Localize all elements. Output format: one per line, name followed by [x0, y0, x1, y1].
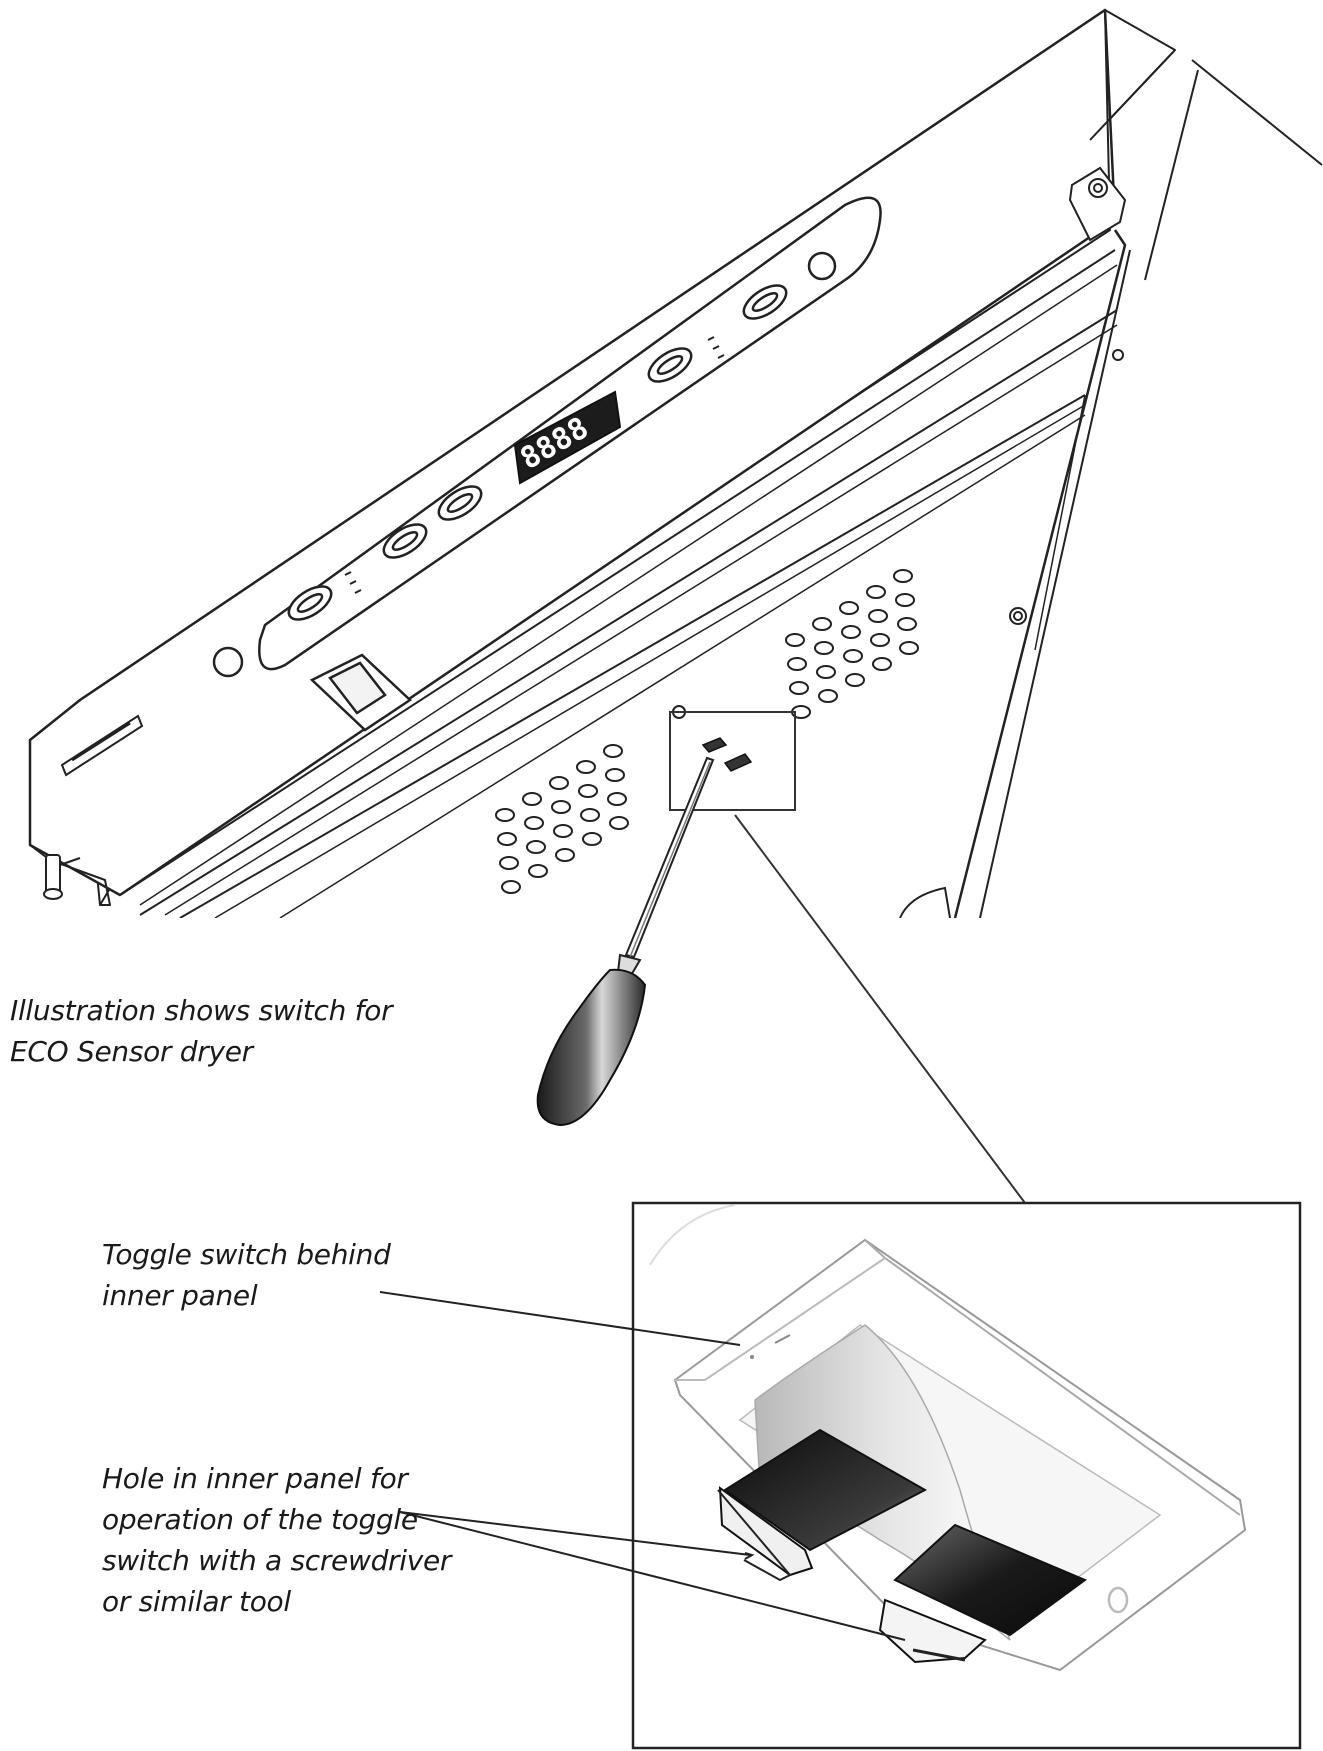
vent-hole	[839, 601, 859, 615]
vent-hole	[812, 617, 832, 631]
callout-leaders	[379, 1291, 906, 1641]
vent-hole	[609, 816, 629, 830]
inset-detail	[631, 1201, 1302, 1750]
vent-hole	[868, 609, 888, 623]
vent-hole	[549, 776, 569, 790]
caption-eco-line-1: Illustration shows switch for	[10, 994, 393, 1027]
sensor-window	[309, 653, 413, 732]
caption-toggle-line-2: inner panel	[102, 1279, 258, 1312]
vent-hole	[841, 625, 861, 639]
vent-hole	[501, 880, 521, 894]
vent-holes	[495, 569, 919, 894]
vent-hole	[522, 792, 542, 806]
vent-hole	[528, 864, 548, 878]
brand-logo	[60, 714, 144, 777]
caption-toggle-switch: Toggle switch behind inner panel	[102, 1234, 391, 1316]
vent-hole	[603, 744, 623, 758]
vent-hole	[845, 673, 865, 687]
detail-marker	[669, 711, 796, 811]
vent-hole	[816, 665, 836, 679]
caption-hole-line-3: switch with a screwdriver	[102, 1544, 452, 1577]
vent-hole	[843, 649, 863, 663]
caption-hole: Hole in inner panel for operation of the…	[102, 1458, 451, 1622]
screwdriver	[536, 756, 715, 1127]
vent-hole	[814, 641, 834, 655]
corner-screw-left	[43, 854, 81, 900]
vent-hole	[870, 633, 890, 647]
vent-hole	[897, 617, 917, 631]
vent-hole	[526, 840, 546, 854]
detail-leader-line	[734, 814, 1026, 1204]
caption-hole-line-1: Hole in inner panel for	[102, 1462, 408, 1495]
vent-hole	[785, 633, 805, 647]
vent-hole	[553, 824, 573, 838]
vent-hole	[555, 848, 575, 862]
vent-hole	[893, 569, 913, 583]
vent-hole	[580, 808, 600, 822]
vent-hole	[578, 784, 598, 798]
vent-hole	[582, 832, 602, 846]
vent-hole	[866, 585, 886, 599]
vent-hole	[899, 641, 919, 655]
caption-hole-line-4: or similar tool	[102, 1585, 291, 1618]
caption-eco-line-2: ECO Sensor dryer	[10, 1035, 253, 1068]
control-panel: 8888	[212, 196, 882, 678]
vent-hole	[787, 657, 807, 671]
vent-hole	[499, 856, 519, 870]
corner-screw-right	[1068, 166, 1127, 242]
bottom-fragment	[899, 886, 951, 919]
vent-hole	[551, 800, 571, 814]
vent-hole	[607, 792, 627, 806]
vent-hole	[495, 808, 515, 822]
vent-hole	[524, 816, 544, 830]
vent-hole	[818, 689, 838, 703]
caption-eco-sensor: Illustration shows switch for ECO Sensor…	[10, 990, 393, 1072]
vent-hole	[497, 832, 517, 846]
vent-hole	[872, 657, 892, 671]
switch-holes	[701, 737, 753, 772]
caption-hole-line-2: operation of the toggle	[102, 1503, 418, 1536]
dryer-housing	[28, 8, 1323, 919]
caption-toggle-line-1: Toggle switch behind	[102, 1238, 391, 1271]
vent-hole	[576, 760, 596, 774]
vent-hole	[895, 593, 915, 607]
vent-hole	[789, 681, 809, 695]
vent-hole	[605, 768, 625, 782]
